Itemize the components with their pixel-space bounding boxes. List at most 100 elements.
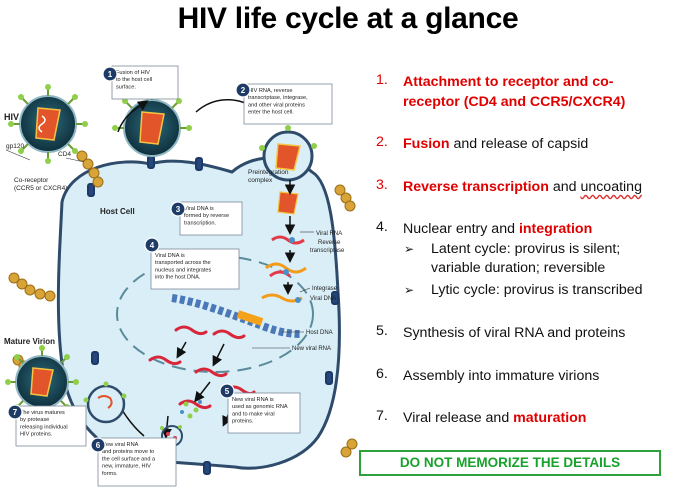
label-integrase: Integrase: [312, 286, 338, 292]
step-box: [227, 392, 301, 434]
step-text: The virus matures: [20, 410, 65, 416]
step-box: [150, 248, 240, 290]
page-title: HIV life cycle at a glance: [177, 2, 519, 35]
assembling-proteins: [160, 425, 183, 447]
step-text: and other viral proteins: [248, 102, 305, 108]
label-coreceptor-2: (CCR5 or CXCR4): [14, 185, 67, 192]
bullet-arrow-icon: ➢: [404, 283, 415, 297]
step-text: and to make viral: [232, 411, 275, 417]
list-number: 2.: [376, 134, 388, 150]
step-box: [15, 405, 87, 447]
step-text: surface.: [116, 84, 136, 90]
step-number: 7: [13, 408, 18, 417]
step-box: [97, 437, 177, 487]
step-text: to the host cell: [116, 77, 152, 83]
step-number-badge: [170, 201, 186, 217]
membrane-receptors: [87, 155, 339, 475]
preintegration-complex: [277, 191, 299, 215]
label-preintegration-2: complex: [248, 177, 273, 184]
step-text: used as genomic RNA: [232, 404, 288, 410]
label-host-dna: Host DNA: [306, 330, 333, 336]
step-text: transcription.: [184, 220, 216, 226]
step-text: by protease: [20, 417, 49, 423]
hiv-life-cycle-diagram: HIV gp120 CD4 Co-receptor (CCR5 or CXCR4…: [4, 65, 358, 487]
step-text: New viral RNA: [102, 442, 139, 448]
nucleus: [116, 255, 314, 373]
step-text: formed by reverse: [184, 213, 229, 219]
entering-capsid: [259, 125, 317, 182]
step-number-badge: [144, 237, 160, 253]
list-number: 3.: [376, 177, 388, 193]
step-text: forms.: [102, 471, 118, 477]
budding-virion: [83, 381, 127, 424]
step-number: 2: [241, 86, 246, 95]
assembly-text: Assembly into immature virions: [403, 368, 600, 384]
step-number-badge: [235, 82, 251, 98]
step-text: transported across the: [155, 260, 211, 266]
label-gp120: gp120: [6, 143, 24, 150]
step-text: enter the host cell.: [248, 110, 294, 116]
step-text: and proteins move to: [102, 449, 154, 455]
label-host-cell: Host Cell: [100, 207, 135, 216]
fusion-emphasis: Fusion: [403, 136, 450, 152]
step-number-badge: [7, 404, 23, 420]
attachment-line-1: Attachment to receptor and co-: [403, 74, 614, 90]
attachment-line-2: receptor (CD4 and CCR5/CXCR4): [403, 94, 626, 110]
step-text: HIV RNA, reverse: [248, 88, 292, 94]
step-box: [111, 65, 179, 100]
step-number: 5: [225, 387, 230, 396]
fusion-rest: and release of capsid: [449, 136, 589, 152]
release-pre: Viral release and: [403, 410, 514, 426]
step-text: Viral DNA is: [155, 253, 185, 259]
host-dna-strand: [171, 294, 301, 338]
step-text: New viral RNA is: [232, 397, 274, 403]
label-coreceptor-1: Co-receptor: [14, 177, 49, 184]
label-mature-virion: Mature Virion: [4, 337, 55, 346]
label-new-viral-rna: New viral RNA: [292, 346, 331, 352]
maturation-emphasis: maturation: [513, 410, 587, 426]
step-text: nucleus and integrates: [155, 267, 211, 273]
latent-line-1: Latent cycle: provirus is silent;: [431, 241, 621, 257]
label-cd4: CD4: [58, 151, 71, 158]
step-box: [179, 201, 243, 236]
step-number-badge: [219, 383, 235, 399]
label-hiv: HIV: [4, 112, 19, 122]
label-viral-dna: Viral DNA: [310, 296, 336, 302]
step-number: 1: [108, 70, 113, 79]
synthesis-text: Synthesis of viral RNA and proteins: [403, 325, 626, 341]
step-number: 6: [96, 441, 101, 450]
list-number: 6.: [376, 366, 388, 382]
step-text: the cell surface and a: [102, 456, 156, 462]
label-preintegration-1: Preintegration: [248, 169, 289, 176]
step-number: 4: [150, 241, 155, 250]
step-text: proteins.: [232, 419, 254, 425]
list-number: 5.: [376, 323, 388, 339]
hiv-virion: [8, 84, 88, 164]
label-viral-rna: Viral RNA: [316, 231, 342, 237]
uncoating-text: uncoating: [580, 179, 642, 195]
list-number: 1.: [376, 72, 388, 88]
step-box: [243, 83, 333, 125]
reverse-transcriptase-dots: [283, 237, 301, 303]
integration-pre: Nuclear entry and: [403, 221, 519, 237]
label-reverse-1: Reverse: [318, 240, 341, 246]
bullet-arrow-icon: ➢: [404, 242, 415, 256]
label-reverse-2: transcriptase: [310, 248, 345, 254]
step-number: 3: [176, 205, 181, 214]
step-text: Viral DNA is: [184, 206, 214, 212]
protein-dots-blue: [180, 400, 202, 414]
step-text: transcriptase, integrase,: [248, 95, 308, 101]
step-number-badge: [102, 66, 118, 82]
protein-dots: [183, 401, 199, 419]
integration-emphasis: integration: [518, 221, 593, 237]
reverse-transcription-emphasis: Reverse transcription: [403, 179, 549, 195]
step-text: new, immature, HIV: [102, 464, 151, 470]
step-number-badge: [90, 437, 106, 453]
